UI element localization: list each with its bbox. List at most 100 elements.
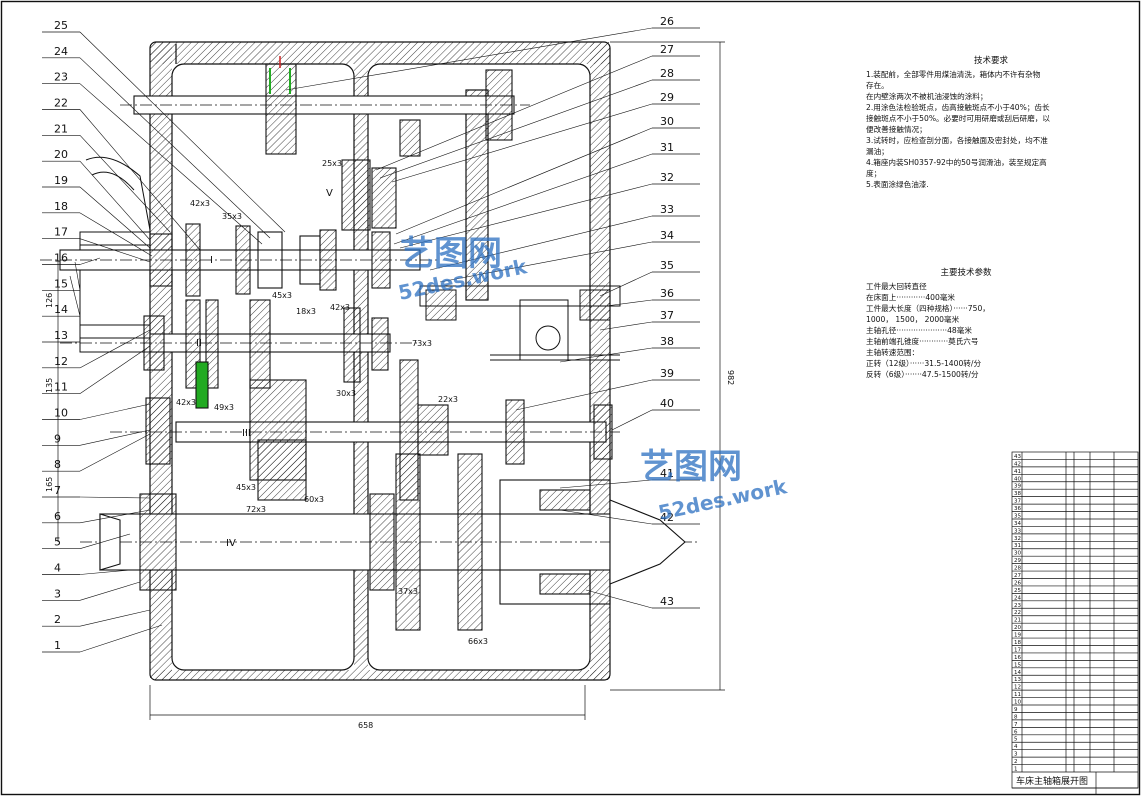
dim-width: 658	[358, 721, 373, 730]
balloon-number: 18	[54, 200, 68, 213]
part-balloon: 6	[42, 509, 151, 524]
bom-row-number: 39	[1014, 484, 1021, 490]
part-balloon: 33	[429, 203, 700, 271]
bom-row-number: 23	[1014, 603, 1021, 609]
bom-row-number: 5	[1014, 737, 1018, 743]
part-balloon: 9	[42, 429, 151, 446]
gear-label: 25x3	[322, 159, 342, 168]
spindle-iv	[80, 453, 700, 631]
bom-row-number: 41	[1014, 469, 1021, 475]
part-balloon: 2	[42, 609, 151, 627]
gear-label: 30x3	[336, 389, 356, 398]
param-line: 正转（12级）······31.5-1400转/分	[866, 359, 982, 368]
part-balloon: 41	[559, 467, 700, 489]
bom-row-number: 30	[1014, 551, 1021, 557]
dim-165: 165	[45, 477, 54, 492]
gear-label: 66x3	[468, 637, 488, 646]
param-line: 1000， 1500， 2000毫米	[866, 315, 960, 324]
bom-row-number: 13	[1014, 677, 1021, 683]
bom-row-number: 10	[1014, 700, 1021, 706]
balloon-number: 27	[660, 43, 674, 56]
shaft-label-i: I	[210, 255, 213, 266]
part-balloon: 8	[42, 433, 151, 472]
part-balloon: 36	[605, 287, 700, 307]
lever-mechanism	[419, 285, 621, 361]
balloon-number: 42	[660, 511, 674, 524]
balloon-number: 28	[660, 67, 674, 80]
part-balloon: 22	[42, 97, 201, 251]
bom-row-number: 37	[1014, 499, 1021, 505]
balloon-number: 41	[660, 467, 674, 480]
gear-label: 73x3	[412, 339, 432, 348]
bom-row-number: 31	[1014, 543, 1021, 549]
part-balloon: 42	[559, 509, 700, 525]
part-balloon: 29	[391, 91, 700, 183]
balloon-number: 4	[54, 562, 61, 575]
balloon-number: 7	[54, 484, 61, 497]
balloon-number: 23	[54, 71, 68, 84]
part-balloon: 14	[42, 275, 81, 317]
part-balloon: 38	[559, 335, 700, 363]
bom-row-number: 1	[1014, 767, 1018, 773]
bom-row-number: 33	[1014, 528, 1021, 534]
param-line: 工件最大回转直径	[866, 282, 927, 291]
part-balloon: 39	[515, 367, 700, 411]
shaft-label-v: V	[326, 188, 333, 199]
part-balloon: 3	[42, 581, 141, 601]
tech-line: 1.装配前，全部零件用煤油清洗，箱体内不许有杂物	[866, 70, 1041, 79]
shaft-label-iii: III	[242, 428, 251, 439]
shaft-label-ii: II	[196, 338, 202, 349]
bom-row-number: 11	[1014, 692, 1021, 698]
balloon-number: 16	[54, 252, 68, 265]
drawing-title: 车床主轴箱展开图	[1016, 775, 1088, 787]
gear-label: 42x3	[176, 398, 196, 407]
shaft-label-iv: IV	[226, 538, 236, 549]
bom-row-number: 3	[1014, 752, 1018, 758]
bom-row-number: 6	[1014, 729, 1018, 735]
balloon-number: 32	[660, 171, 674, 184]
bom-row-number: 15	[1014, 662, 1021, 668]
gear-label: 72x3	[246, 505, 266, 514]
balloon-number: 30	[660, 115, 674, 128]
tech-title: 技术要求	[973, 56, 1008, 66]
part-balloon: 26	[285, 15, 700, 91]
balloon-number: 43	[660, 595, 674, 608]
part-balloon: 5	[42, 533, 131, 550]
part-balloon: 37	[599, 309, 700, 331]
balloon-number: 26	[660, 15, 674, 28]
param-line: 主轴孔径·····················48毫米	[866, 326, 972, 335]
balloon-number: 40	[660, 397, 674, 410]
bom-row-number: 36	[1014, 506, 1021, 512]
bom-row-number: 22	[1014, 610, 1021, 616]
param-line: 主轴转速范围：	[866, 348, 920, 357]
part-balloon: 31	[393, 141, 700, 245]
tech-line: 在内壁涂两次不被机油浸蚀的涂料；	[866, 92, 988, 101]
balloon-number: 8	[54, 458, 61, 471]
part-balloon: 16	[42, 252, 101, 265]
param-line: 在床面上············400毫米	[866, 293, 956, 302]
balloon-number: 39	[660, 367, 674, 380]
balloon-number: 17	[54, 226, 68, 239]
balloon-number: 22	[54, 97, 68, 110]
bom-row-number: 9	[1014, 707, 1018, 713]
gear-label: 37x3	[398, 587, 418, 596]
bom-row-number: 26	[1014, 580, 1021, 586]
part-balloon: 40	[611, 397, 700, 431]
gear-label: 49x3	[214, 403, 234, 412]
bom-row-number: 28	[1014, 566, 1021, 572]
dimension-lines	[57, 41, 725, 720]
gear-label: 18x3	[296, 307, 316, 316]
main-parameters: 主要技术参数 工件最大回转直径 在床面上············400毫米 工件…	[866, 268, 1066, 380]
gear-label: 45x3	[272, 291, 292, 300]
gear-label: 35x3	[222, 212, 242, 221]
bom-row-number: 17	[1014, 647, 1021, 653]
part-balloon: 7	[42, 484, 151, 499]
balloon-number: 6	[54, 510, 61, 523]
balloon-number: 29	[660, 91, 674, 104]
balloon-number: 36	[660, 287, 674, 300]
params-title: 主要技术参数	[940, 268, 992, 278]
balloon-number: 20	[54, 148, 68, 161]
gear-label: 42x3	[190, 199, 210, 208]
balloon-number: 13	[54, 329, 68, 342]
part-balloon: 13	[42, 290, 81, 343]
